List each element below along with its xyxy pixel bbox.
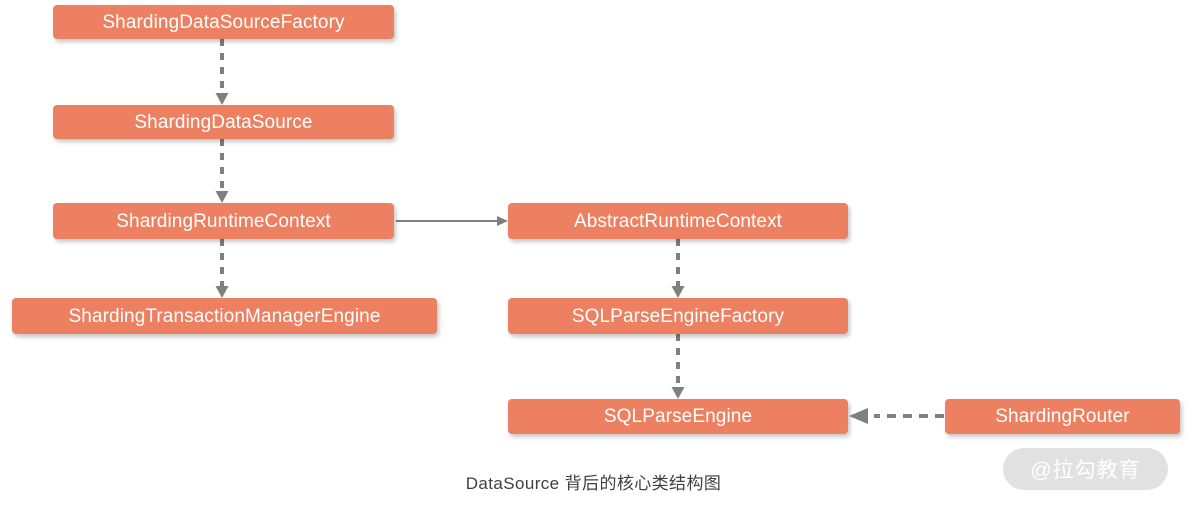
node-sharding-runtime-context[interactable]: ShardingRuntimeContext	[53, 203, 394, 239]
node-abstract-runtime-context[interactable]: AbstractRuntimeContext	[508, 203, 848, 239]
edge-router-to-parseengine	[849, 408, 944, 424]
node-sql-parse-engine-factory[interactable]: SQLParseEngineFactory	[508, 298, 848, 334]
edge-abstract-to-parsefactory	[671, 239, 685, 298]
edge-parsefactory-to-parseengine	[671, 334, 685, 399]
node-sql-parse-engine[interactable]: SQLParseEngine	[508, 399, 848, 434]
node-label: SQLParseEngineFactory	[571, 305, 785, 327]
node-label: SQLParseEngine	[603, 406, 753, 427]
node-label: ShardingRouter	[995, 406, 1130, 427]
diagram-caption: DataSource 背后的核心类结构图	[465, 474, 722, 493]
node-sharding-transaction-manager-engine[interactable]: ShardingTransactionManagerEngine	[12, 298, 437, 334]
edge-datasource-to-runtimecontext	[215, 139, 229, 203]
edge-factory-to-datasource	[215, 39, 229, 105]
node-sharding-data-source[interactable]: ShardingDataSource	[53, 105, 394, 139]
node-label: AbstractRuntimeContext	[573, 210, 783, 232]
watermark-label: @拉勾教育	[1030, 459, 1141, 482]
watermark-badge: @拉勾教育	[1003, 448, 1168, 490]
edge-runtimecontext-to-abstract	[396, 216, 508, 226]
node-sharding-data-source-factory[interactable]: ShardingDataSourceFactory	[53, 5, 394, 39]
node-sharding-router[interactable]: ShardingRouter	[945, 399, 1180, 434]
node-label: ShardingDataSource	[134, 111, 313, 133]
node-label: ShardingTransactionManagerEngine	[68, 305, 381, 327]
node-label: ShardingRuntimeContext	[116, 210, 331, 232]
edge-runtimecontext-to-txmanager	[215, 239, 229, 298]
node-label: ShardingDataSourceFactory	[102, 11, 345, 33]
